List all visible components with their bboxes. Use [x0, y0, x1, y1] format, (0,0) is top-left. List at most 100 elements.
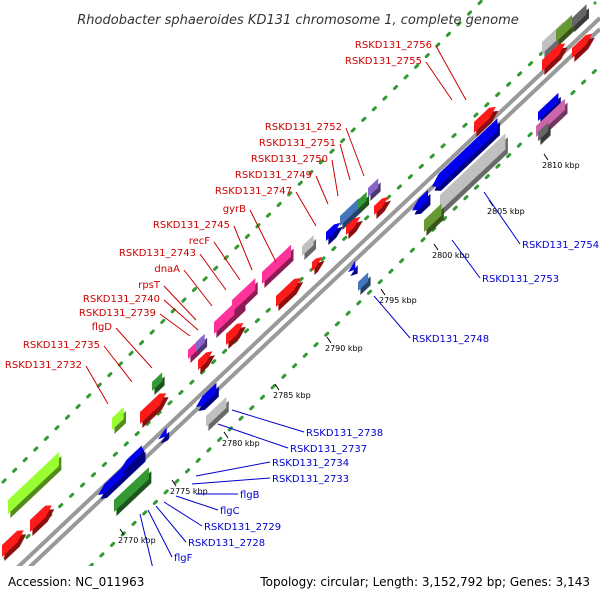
gene-label-upper-0[interactable]: RSKD131_2756: [355, 40, 432, 51]
gene-dk1[interactable]: [572, 4, 589, 32]
gene-r12[interactable]: [572, 33, 595, 62]
gene-p2[interactable]: [232, 278, 258, 316]
gene-dg1[interactable]: [152, 372, 165, 395]
gene-label-upper-3[interactable]: RSKD131_2751: [259, 138, 336, 149]
gene-lg4[interactable]: [206, 396, 229, 431]
gene-ol1[interactable]: [556, 14, 575, 46]
gene-b3[interactable]: [412, 189, 431, 215]
gene-v1[interactable]: [196, 333, 208, 355]
gene-b1[interactable]: [326, 222, 343, 245]
gene-b6[interactable]: [196, 382, 219, 411]
gene-b5-shadow: [350, 265, 358, 276]
gene-sb1-face: [340, 198, 359, 226]
gene-label-lower-9[interactable]: RSKD131_2729: [204, 522, 281, 533]
gene-r11[interactable]: [542, 43, 568, 75]
gene-label-upper-12[interactable]: rpsT: [138, 280, 161, 291]
gene-label-upper-1[interactable]: RSKD131_2755: [345, 56, 422, 67]
gene-label-lower-10[interactable]: RSKD131_2728: [188, 538, 265, 549]
gene-b5[interactable]: [348, 261, 358, 276]
gene-v2[interactable]: [368, 178, 381, 201]
gene-r4[interactable]: [198, 351, 215, 374]
gene-label-lower-4[interactable]: RSKD131_2737: [290, 444, 367, 455]
gene-r1[interactable]: [2, 530, 27, 561]
gene-r8[interactable]: [346, 216, 363, 239]
callout-line-upper-4: [331, 159, 339, 197]
gene-sb1[interactable]: [340, 198, 362, 230]
gene-label-upper-6[interactable]: RSKD131_2747: [215, 186, 292, 197]
callout-line-lower-11: [147, 509, 173, 558]
gene-r6[interactable]: [276, 278, 304, 311]
gene-b2-face: [538, 92, 559, 121]
gene-r7[interactable]: [312, 256, 325, 275]
gene-v1-face: [196, 333, 205, 351]
callout-line-upper-16: [103, 345, 133, 383]
gene-p3[interactable]: [262, 244, 294, 288]
callout-line-upper-2: [345, 127, 365, 177]
gene-label-lower-0[interactable]: RSKD131_2754: [522, 240, 599, 251]
gene-r8-face: [346, 216, 361, 235]
gene-label-upper-2[interactable]: RSKD131_2752: [265, 122, 342, 133]
callout-line-upper-13: [163, 299, 199, 331]
gene-label-lower-2[interactable]: RSKD131_2748: [412, 334, 489, 345]
gene-yg2[interactable]: [112, 407, 127, 434]
gene-label-upper-7[interactable]: gyrB: [223, 204, 246, 215]
gene-label-lower-6[interactable]: RSKD131_2733: [272, 474, 349, 485]
gene-lg3-face: [440, 133, 506, 211]
gene-b5-face: [348, 261, 356, 272]
gene-dg3-face: [114, 467, 149, 512]
gene-label-upper-14[interactable]: RSKD131_2739: [79, 308, 156, 319]
gene-ol1-face: [556, 14, 573, 42]
gene-label-upper-8[interactable]: RSKD131_2745: [153, 220, 230, 231]
gene-dg3[interactable]: [114, 467, 152, 516]
gene-dg2[interactable]: [358, 191, 370, 213]
gene-label-upper-10[interactable]: RSKD131_2743: [119, 248, 196, 259]
gene-label-lower-1[interactable]: RSKD131_2753: [482, 274, 559, 285]
gene-lg3[interactable]: [440, 133, 508, 215]
gene-label-lower-3[interactable]: RSKD131_2738: [306, 428, 383, 439]
gene-r11-face: [542, 43, 566, 71]
gene-label-upper-9[interactable]: recF: [189, 236, 211, 247]
gene-label-upper-4[interactable]: RSKD131_2750: [251, 154, 328, 165]
gene-r10[interactable]: [474, 106, 499, 137]
gene-yg1[interactable]: [8, 451, 62, 518]
gene-label-upper-16[interactable]: RSKD131_2735: [23, 340, 100, 351]
tick-mark-4: [274, 383, 280, 391]
gene-label-upper-17[interactable]: RSKD131_2732: [5, 360, 82, 371]
gene-label-lower-7[interactable]: flgB: [240, 490, 260, 501]
gene-r2[interactable]: [30, 505, 55, 536]
callout-line-lower-8: [175, 495, 219, 511]
tick-mark-5: [326, 336, 332, 344]
gene-r3-face: [140, 393, 167, 424]
callout-line-lower-3: [231, 409, 305, 433]
tick-label-1: 2770 kbp: [118, 536, 156, 545]
gene-r12-shadow: [574, 37, 595, 62]
gene-v1-shadow: [198, 337, 208, 355]
gene-label-upper-5[interactable]: RSKD131_2749: [235, 170, 312, 181]
callout-line-lower-6: [191, 477, 271, 485]
gene-r9-shadow: [376, 200, 391, 219]
gene-b9[interactable]: [120, 445, 145, 474]
gene-b4[interactable]: [432, 118, 500, 191]
callout-line-lower-5: [195, 461, 271, 477]
gene-label-upper-15[interactable]: flgD: [92, 322, 113, 333]
gene-dk2-face: [538, 122, 549, 141]
gene-r5[interactable]: [226, 323, 246, 349]
gene-r3[interactable]: [140, 393, 169, 428]
gene-dk2[interactable]: [538, 122, 551, 145]
gene-r8-shadow: [348, 220, 363, 239]
gene-mv1-face: [188, 340, 199, 359]
callout-line-upper-6: [295, 191, 317, 227]
gene-b1-shadow: [328, 226, 343, 245]
gene-label-lower-5[interactable]: RSKD131_2734: [272, 458, 349, 469]
gene-r9[interactable]: [374, 196, 391, 219]
gene-label-lower-11[interactable]: flgF: [174, 553, 193, 564]
gene-label-upper-13[interactable]: RSKD131_2740: [83, 294, 160, 305]
tick-label-6: 2795 kbp: [379, 296, 417, 305]
gene-ol2[interactable]: [424, 203, 444, 236]
gene-sb2[interactable]: [358, 272, 371, 295]
gene-label-lower-8[interactable]: flgC: [220, 506, 240, 517]
gene-label-upper-11[interactable]: dnaA: [154, 264, 180, 275]
gene-lg1[interactable]: [302, 235, 317, 260]
gene-r10-shadow: [476, 110, 499, 137]
gene-b7[interactable]: [158, 427, 170, 444]
